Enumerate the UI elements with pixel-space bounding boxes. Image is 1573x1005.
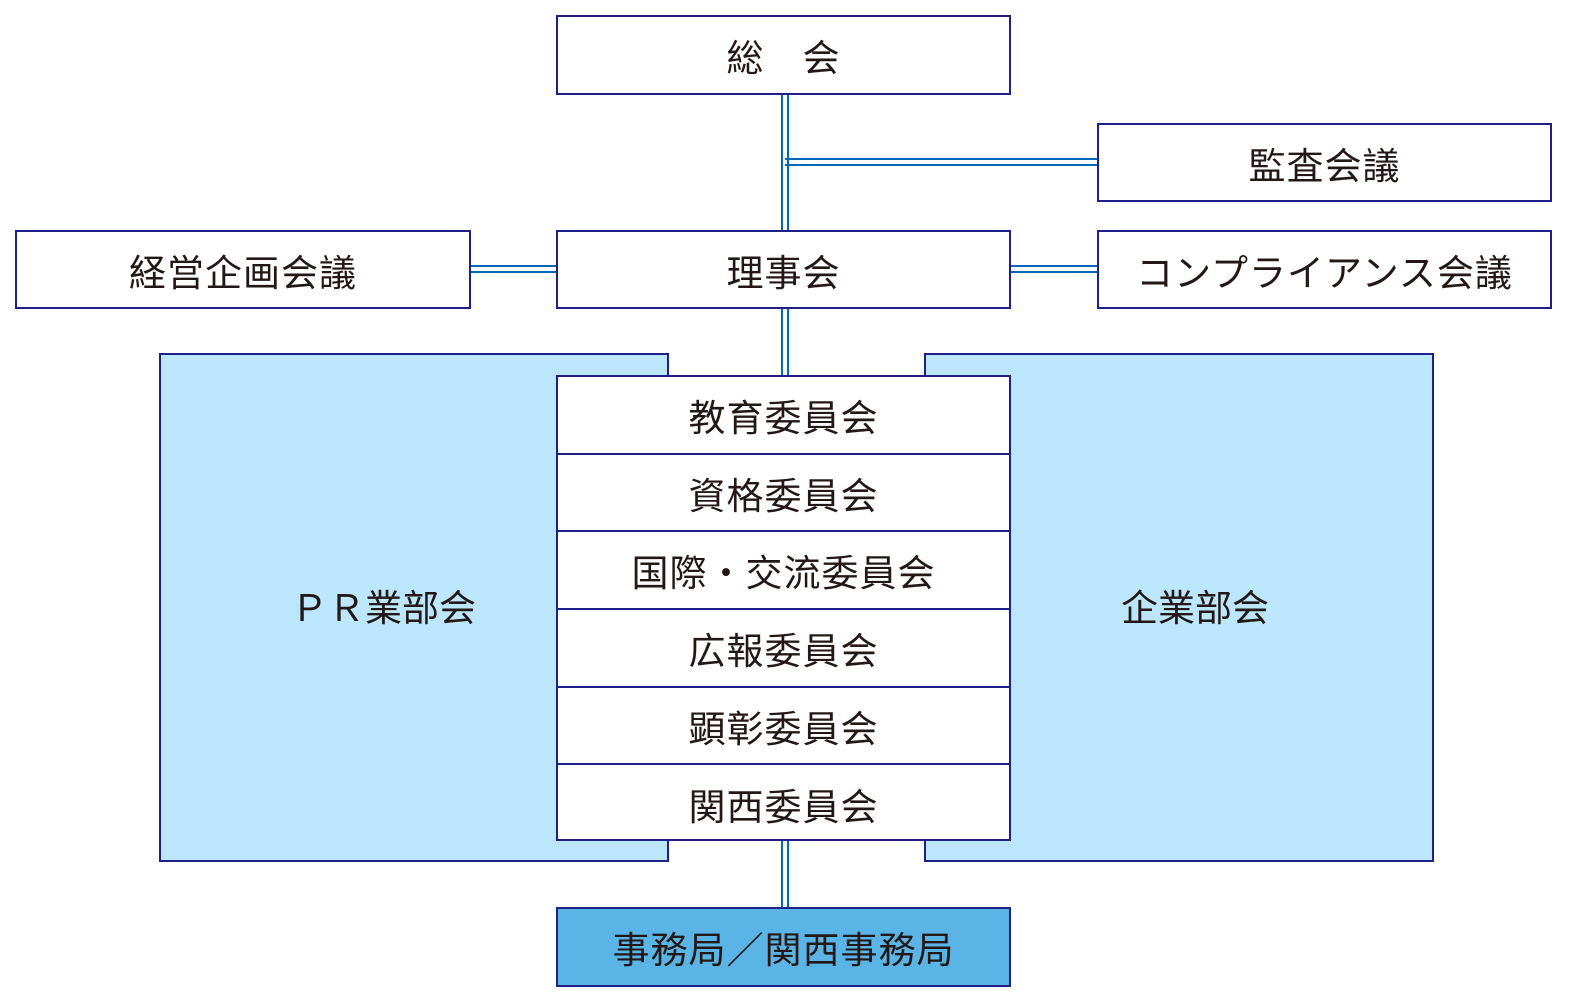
audit-council-label: 監査会議 (1248, 144, 1401, 188)
committee-kansai: 関西委員会 (558, 765, 1009, 843)
board-box: 理事会 (556, 230, 1011, 309)
management-planning-label: 経営企画会議 (129, 251, 357, 295)
connector-committees-secretariat (781, 840, 789, 910)
secretariat-box: 事務局／関西事務局 (556, 907, 1011, 987)
committees-stack: 教育委員会 資格委員会 国際・交流委員会 広報委員会 顕彰委員会 関西委員会 (556, 375, 1011, 841)
board-label: 理事会 (726, 251, 841, 295)
committee-education: 教育委員会 (558, 377, 1009, 455)
committee-label: 広報委員会 (688, 629, 879, 673)
secretariat-label: 事務局／関西事務局 (612, 929, 955, 972)
connector-compliance (1010, 265, 1099, 273)
committee-public-relations: 広報委員会 (558, 610, 1009, 688)
committee-label: 関西委員会 (688, 786, 879, 830)
pr-division-label: ＰＲ業部会 (291, 587, 476, 630)
committee-international: 国際・交流委員会 (558, 532, 1009, 611)
compliance-box: コンプライアンス会議 (1097, 230, 1552, 309)
management-planning-box: 経営企画会議 (15, 230, 471, 309)
committee-label: 教育委員会 (688, 396, 879, 440)
committee-awards: 顕彰委員会 (558, 688, 1009, 766)
general-assembly-label: 総 会 (726, 37, 841, 80)
general-assembly-box: 総 会 (556, 15, 1011, 95)
connector-management-planning (469, 265, 558, 273)
audit-council-box: 監査会議 (1097, 123, 1552, 202)
committee-label: 国際・交流委員会 (631, 552, 936, 596)
corporate-division-label: 企業部会 (1121, 587, 1269, 630)
connector-board-committees (781, 307, 789, 377)
committee-label: 資格委員会 (688, 474, 879, 518)
committee-qualification: 資格委員会 (558, 455, 1009, 533)
compliance-label: コンプライアンス会議 (1136, 251, 1513, 295)
committee-label: 顕彰委員会 (688, 707, 879, 751)
connector-assembly-board (781, 93, 789, 232)
connector-audit (785, 158, 1099, 166)
